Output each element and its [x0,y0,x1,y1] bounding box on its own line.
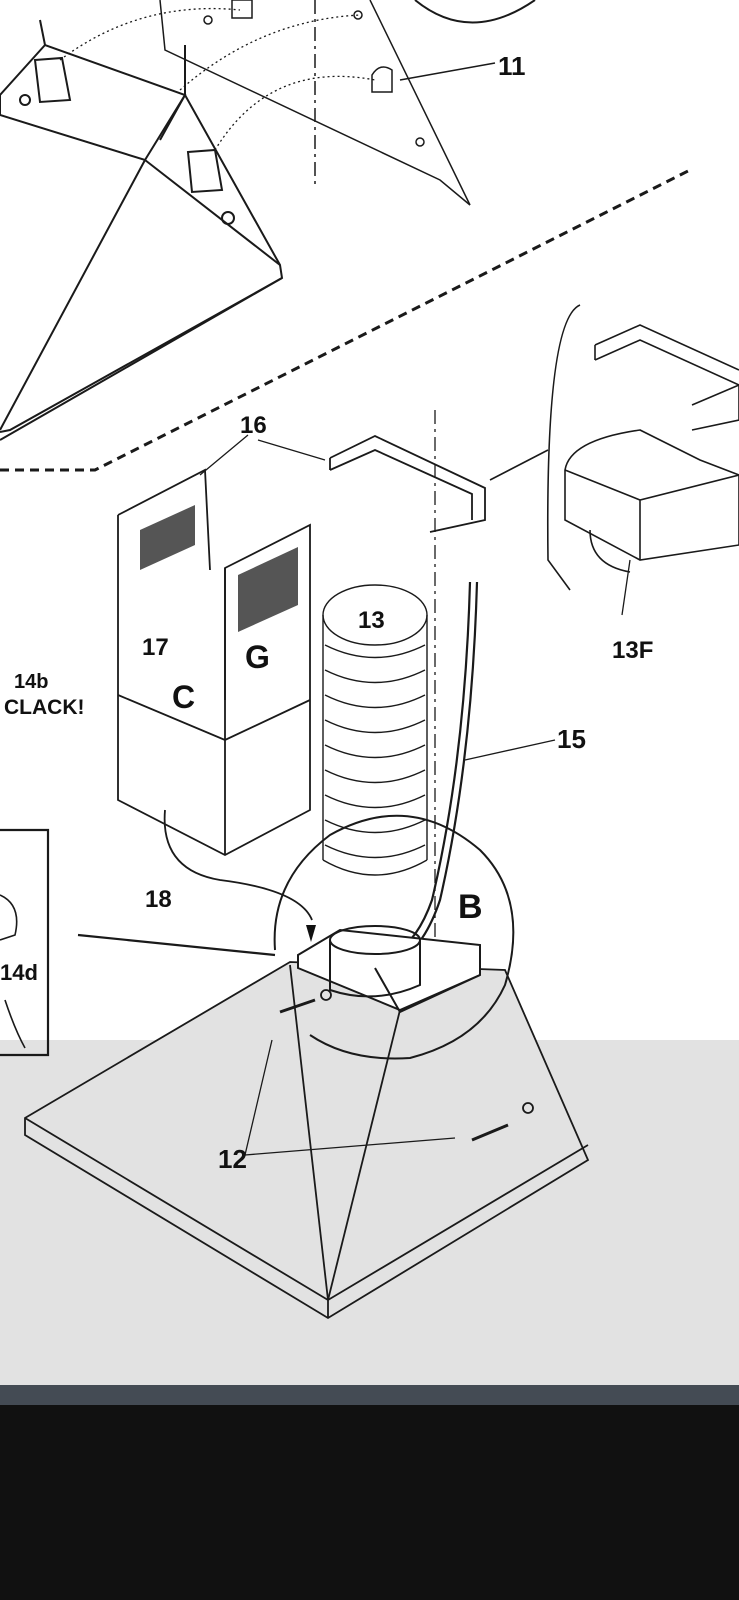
top-circle-detail [414,0,536,24]
black-area [0,1405,739,1600]
label-clack: CLACK! [4,696,84,719]
mounting-plate [159,0,496,206]
upper-hood [0,19,284,441]
label-g: G [245,639,270,675]
chimney-cover [117,468,313,921]
label-b: B [458,888,483,926]
inset-frame [0,828,50,1057]
label-13f: 13F [612,637,653,664]
label-14b: 14b [14,671,48,693]
label-15: 15 [557,724,586,754]
upper-leader-lines [59,7,376,151]
label-18: 18 [145,886,172,913]
label-16: 16 [240,412,267,439]
leader-13f [621,559,631,616]
base-hood [24,961,590,1320]
label-17: 17 [142,634,169,661]
leader-12 [244,1039,456,1156]
label-c: C [172,679,195,715]
diagram-paper [0,0,739,1040]
leader-16 [199,434,326,476]
label-13: 13 [358,607,385,634]
detail-b [273,814,515,1060]
connector-arrow [306,925,316,942]
detail-panel-13f [489,304,739,591]
label-14d: 14d [0,960,38,985]
dashed-separator [0,168,691,472]
bottom-bar [0,1385,739,1405]
leader-15 [464,739,556,761]
bracket-16 [329,435,486,533]
leader-18 [77,933,276,957]
label-12: 12 [218,1144,247,1174]
label-11: 11 [498,51,526,81]
